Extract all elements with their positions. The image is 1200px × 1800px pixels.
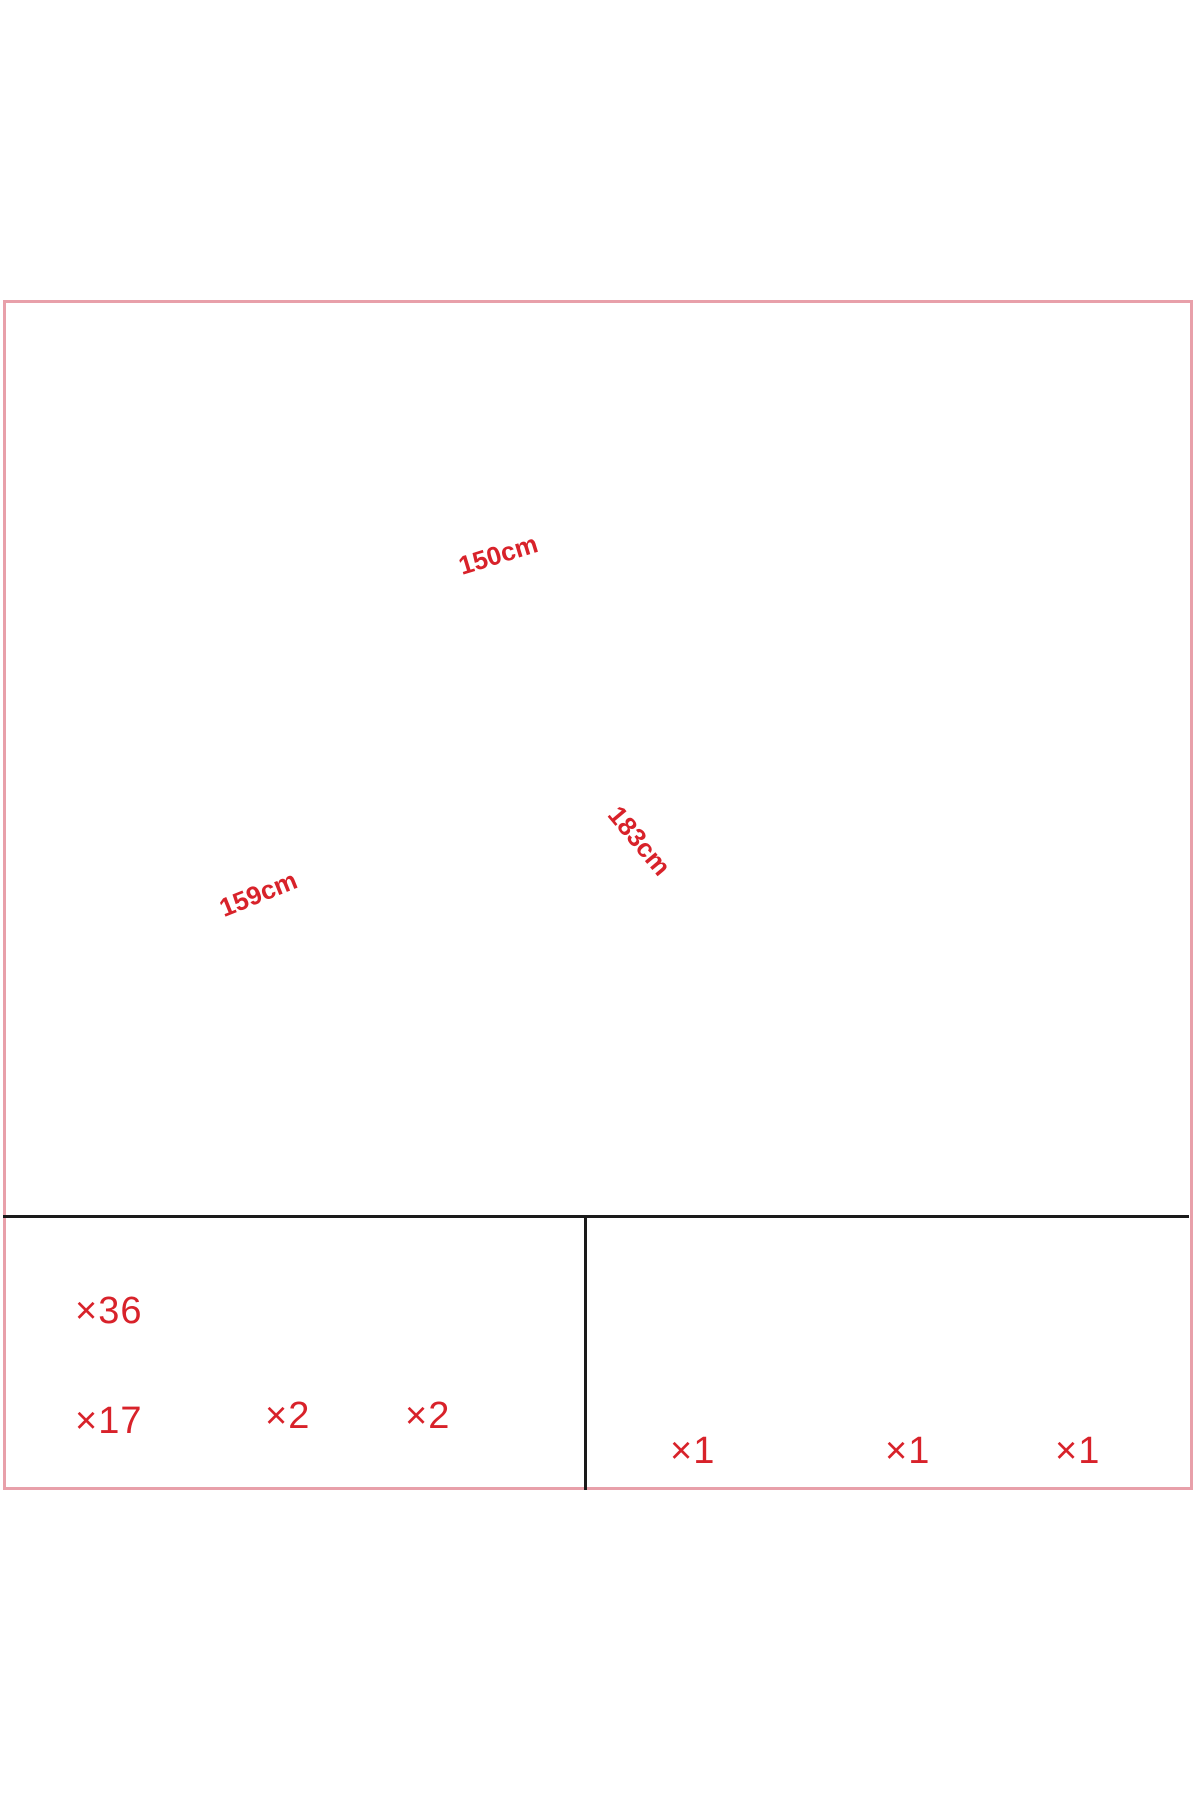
station-platform-quantity: ×1 bbox=[1055, 1430, 1101, 1472]
tunnel-quantity: ×1 bbox=[885, 1430, 931, 1472]
product-frame bbox=[3, 300, 1193, 1490]
level-crossing-quantity: ×1 bbox=[670, 1430, 716, 1472]
left-switch-quantity: ×2 bbox=[265, 1395, 311, 1437]
parts-divider-vertical bbox=[584, 1218, 587, 1490]
straight-track-quantity: ×17 bbox=[75, 1400, 143, 1442]
parts-divider-horizontal bbox=[3, 1215, 1189, 1218]
right-switch-quantity: ×2 bbox=[405, 1395, 451, 1437]
curved-track-quantity: ×36 bbox=[75, 1290, 143, 1332]
